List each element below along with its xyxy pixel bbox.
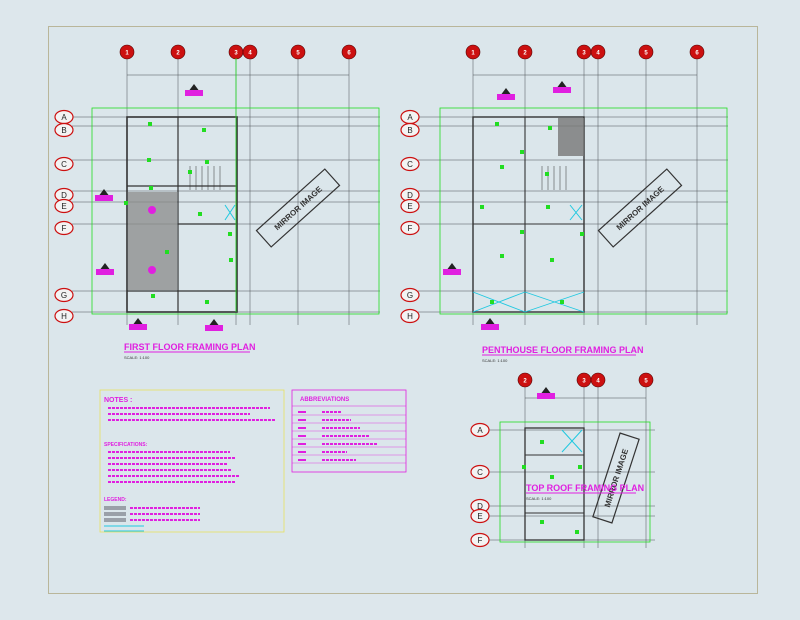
grid-bubble-C: C bbox=[61, 160, 67, 169]
grid-bubble-1: 1 bbox=[125, 51, 129, 57]
grid-bubble-5: 5 bbox=[644, 379, 648, 385]
grid-bubble-E: E bbox=[61, 202, 66, 211]
notes-panel: NOTES : SPECIFICATIONS: LEGEND: bbox=[99, 389, 285, 533]
legend-title: LEGEND: bbox=[104, 497, 127, 503]
grid-bubble-4: 4 bbox=[596, 51, 600, 57]
first-floor-plan: 1 2 3 4 5 6AB C DE F G H MIRROR IMAGE bbox=[54, 44, 380, 331]
top-roof-scale: SCALE: 1:100 bbox=[526, 496, 552, 501]
grid-bubble-3: 3 bbox=[234, 51, 238, 57]
grid-bubble-6: 6 bbox=[347, 51, 351, 57]
mirror-image-label: MIRROR IMAGE bbox=[615, 184, 667, 232]
notes-title: NOTES : bbox=[104, 397, 132, 404]
grid-bubble-F: F bbox=[408, 224, 413, 233]
grid-bubble-G: G bbox=[61, 291, 67, 300]
grid-bubble-B: B bbox=[61, 126, 66, 135]
grid-bubble-3: 3 bbox=[582, 51, 586, 57]
penthouse-scale: SCALE: 1:100 bbox=[482, 358, 508, 363]
grid-bubble-3: 3 bbox=[582, 379, 586, 385]
grid-bubble-F: F bbox=[62, 224, 67, 233]
grid-bubble-D: D bbox=[61, 191, 67, 200]
first-floor-scale: SCALE: 1:100 bbox=[124, 355, 150, 360]
grid-bubble-B: B bbox=[407, 126, 412, 135]
top-roof-title: TOP ROOF FRAMING PLAN bbox=[526, 483, 644, 493]
penthouse-floor-plan: 1 2 3 4 5 6AB C DE F G H MIRROR IMAGE bbox=[400, 44, 728, 330]
mirror-image-label: MIRROR IMAGE bbox=[273, 184, 325, 232]
grid-bubble-2: 2 bbox=[523, 51, 527, 57]
abbreviations-panel: ABBREVIATIONS bbox=[291, 389, 407, 473]
grid-bubble-F: F bbox=[478, 536, 483, 545]
grid-bubble-A: A bbox=[407, 113, 413, 122]
first-floor-title: FIRST FLOOR FRAMING PLAN bbox=[124, 342, 256, 352]
grid-bubble-4: 4 bbox=[248, 51, 252, 57]
grid-bubble-5: 5 bbox=[644, 51, 648, 57]
grid-bubble-E: E bbox=[407, 202, 412, 211]
penthouse-title: PENTHOUSE FLOOR FRAMING PLAN bbox=[482, 345, 644, 355]
grid-bubble-5: 5 bbox=[296, 51, 300, 57]
grid-bubble-D: D bbox=[477, 502, 483, 511]
grid-bubble-C: C bbox=[407, 160, 413, 169]
grid-bubble-2: 2 bbox=[523, 379, 527, 385]
grid-bubble-A: A bbox=[61, 113, 67, 122]
grid-bubble-H: H bbox=[61, 312, 67, 321]
hatched-slab bbox=[558, 118, 584, 156]
grid-bubble-A: A bbox=[477, 426, 483, 435]
abbreviations-title: ABBREVIATIONS bbox=[300, 397, 349, 403]
grid-bubble-C: C bbox=[477, 468, 483, 477]
specifications-title: SPECIFICATIONS: bbox=[104, 442, 148, 448]
grid-bubble-E: E bbox=[477, 512, 482, 521]
grid-bubble-H: H bbox=[407, 312, 413, 321]
grid-bubble-2: 2 bbox=[176, 51, 180, 57]
grid-bubble-D: D bbox=[407, 191, 413, 200]
grid-bubble-G: G bbox=[407, 291, 413, 300]
grid-bubble-6: 6 bbox=[695, 51, 699, 57]
grid-bubble-1: 1 bbox=[471, 51, 475, 57]
grid-bubble-4: 4 bbox=[596, 379, 600, 385]
